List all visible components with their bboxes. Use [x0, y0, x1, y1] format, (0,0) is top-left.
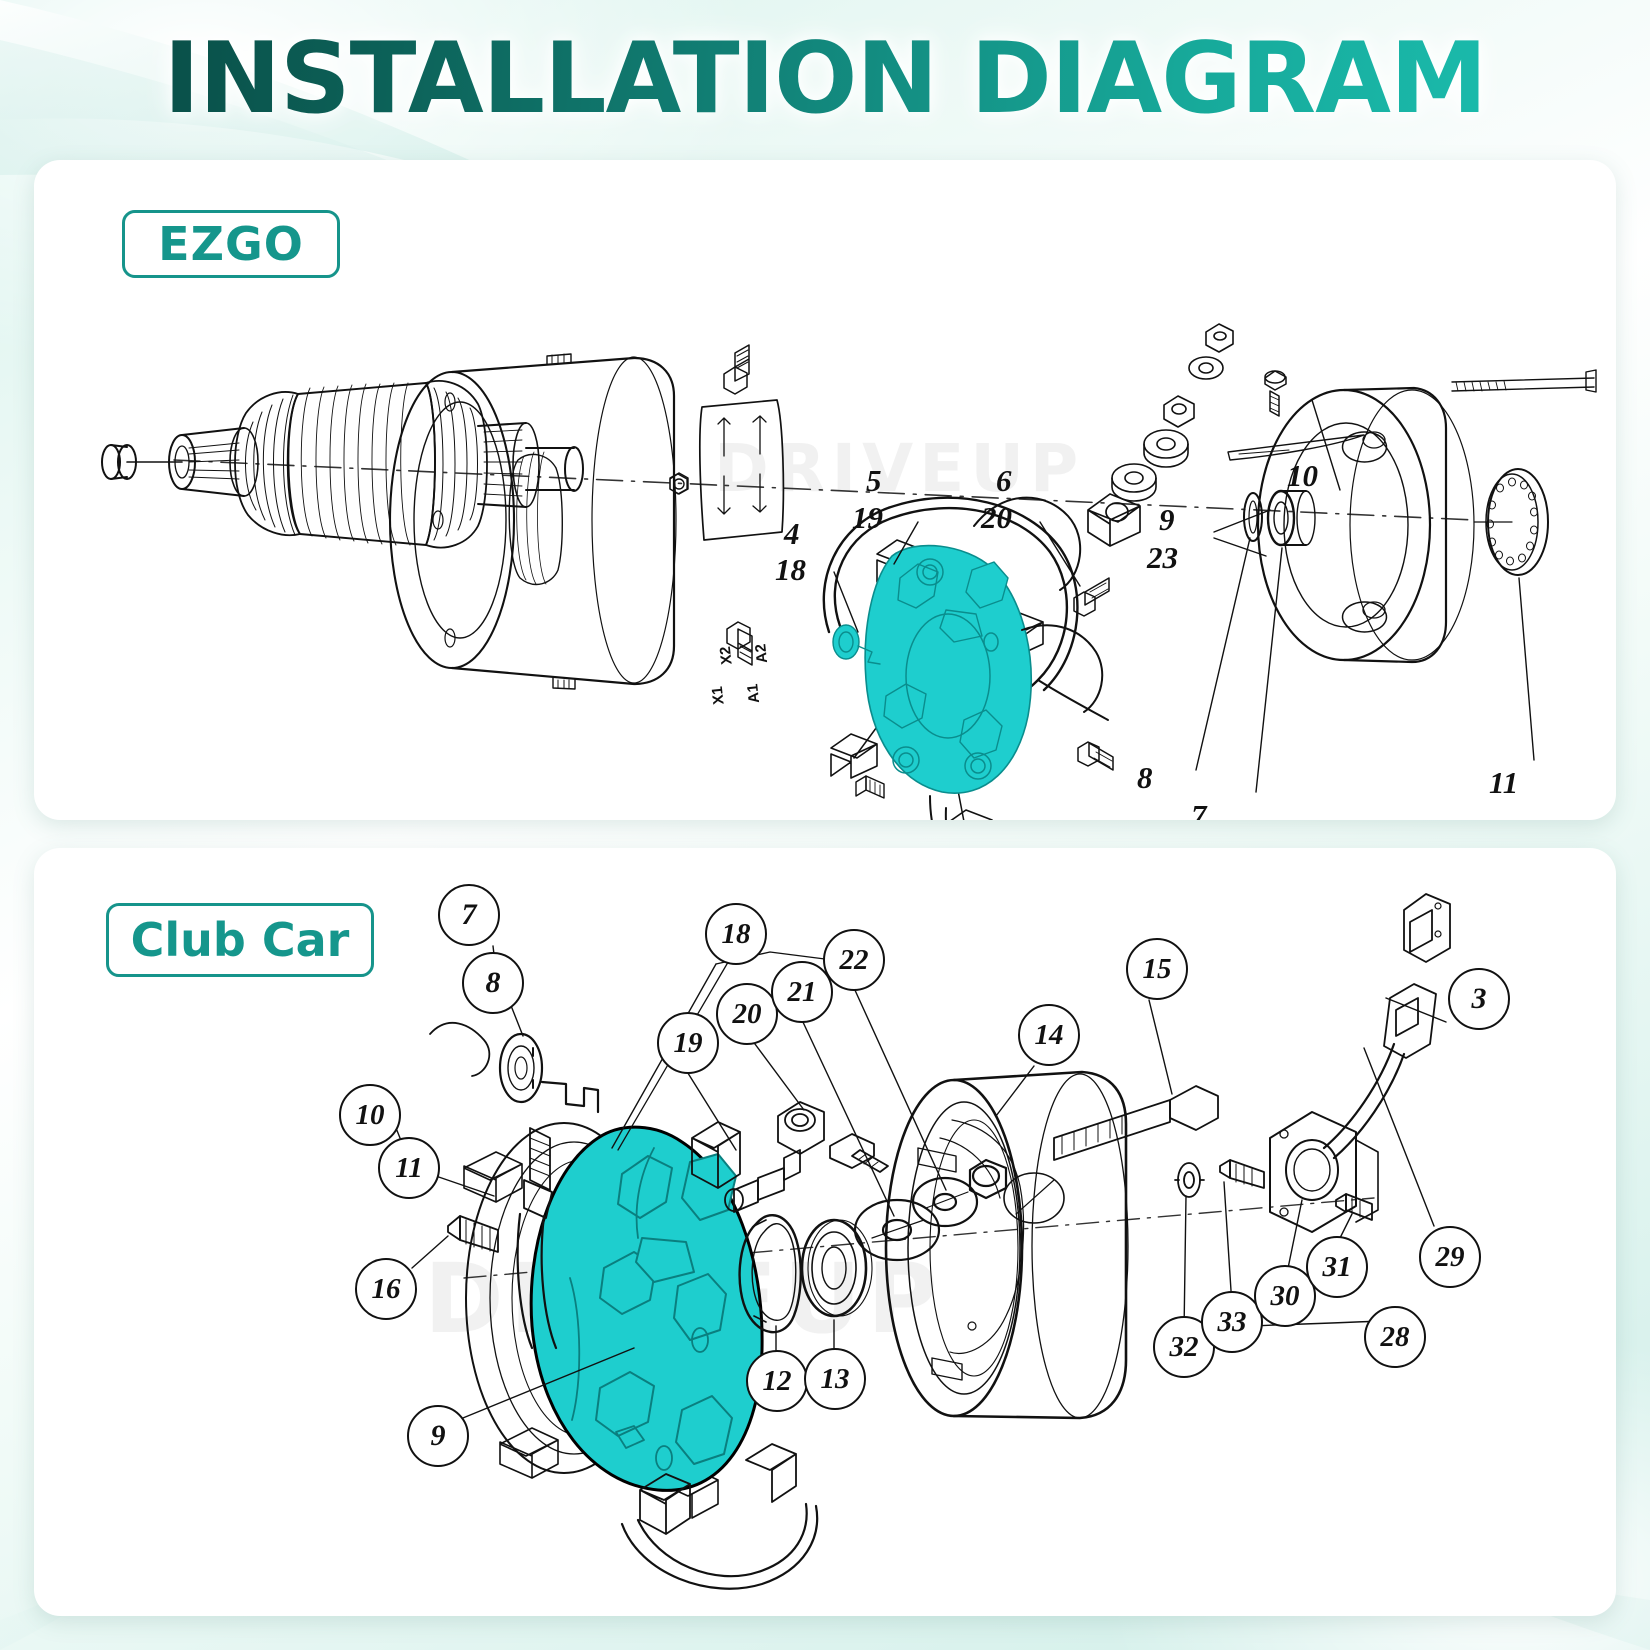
- callout-ezgo-5[interactable]: 5: [866, 463, 882, 498]
- exploded-diagram-clubcar: [34, 848, 1616, 1616]
- section-card-ezgo: EZGO DRIVEUP: [34, 160, 1616, 820]
- callout-cc-33[interactable]: 33: [1201, 1291, 1263, 1353]
- callout-ezgo-19[interactable]: 19: [852, 500, 883, 535]
- terminal-label-x2: X2: [716, 645, 736, 666]
- callout-cc-15[interactable]: 15: [1126, 938, 1188, 1000]
- callout-cc-19[interactable]: 19: [657, 1012, 719, 1074]
- callout-ezgo-20[interactable]: 20: [981, 500, 1012, 535]
- callout-cc-29[interactable]: 29: [1419, 1226, 1481, 1288]
- callout-cc-28[interactable]: 28: [1364, 1306, 1426, 1368]
- callout-ezgo-23[interactable]: 23: [1147, 540, 1178, 575]
- terminal-label-a1: A1: [744, 683, 764, 704]
- callout-ezgo-7[interactable]: 7: [1191, 798, 1207, 820]
- callout-cc-11[interactable]: 11: [378, 1137, 440, 1199]
- callout-cc-3[interactable]: 3: [1448, 968, 1510, 1030]
- callout-cc-31[interactable]: 31: [1306, 1236, 1368, 1298]
- callout-cc-12[interactable]: 12: [746, 1350, 808, 1412]
- callout-cc-13[interactable]: 13: [804, 1348, 866, 1410]
- callout-cc-14[interactable]: 14: [1018, 1004, 1080, 1066]
- badge-ezgo: EZGO: [122, 210, 340, 278]
- badge-clubcar: Club Car: [106, 903, 374, 977]
- callout-cc-7[interactable]: 7: [438, 884, 500, 946]
- callout-cc-20[interactable]: 20: [716, 983, 778, 1045]
- callout-cc-10[interactable]: 10: [339, 1084, 401, 1146]
- exploded-diagram-ezgo: [34, 160, 1616, 820]
- callout-ezgo-6[interactable]: 6: [996, 463, 1012, 498]
- terminal-label-x1: X1: [708, 685, 728, 706]
- callout-ezgo-18[interactable]: 18: [775, 552, 806, 587]
- callout-cc-8[interactable]: 8: [462, 952, 524, 1014]
- terminal-label-a2: A2: [752, 643, 772, 664]
- callout-ezgo-4[interactable]: 4: [784, 516, 800, 551]
- callout-cc-18[interactable]: 18: [705, 903, 767, 965]
- callout-ezgo-9[interactable]: 9: [1159, 502, 1175, 537]
- callout-cc-16[interactable]: 16: [355, 1258, 417, 1320]
- callout-cc-21[interactable]: 21: [771, 961, 833, 1023]
- callout-ezgo-8[interactable]: 8: [1137, 760, 1153, 795]
- callout-ezgo-11[interactable]: 11: [1489, 765, 1519, 800]
- callout-cc-22[interactable]: 22: [823, 929, 885, 991]
- page-title: INSTALLATION DIAGRAM: [0, 22, 1650, 136]
- callout-cc-30[interactable]: 30: [1254, 1265, 1316, 1327]
- section-card-clubcar: Club Car DRIVEUP: [34, 848, 1616, 1616]
- callout-cc-9[interactable]: 9: [407, 1405, 469, 1467]
- callout-ezgo-10[interactable]: 10: [1287, 458, 1318, 493]
